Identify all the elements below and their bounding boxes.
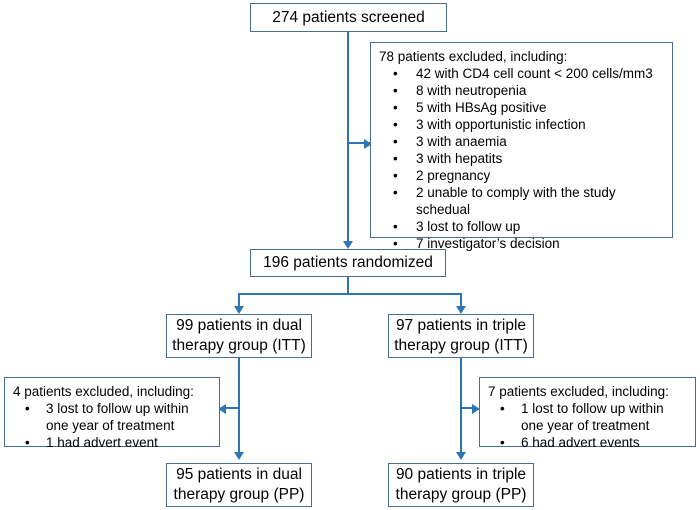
list-item-label: 3 lost to follow up xyxy=(416,219,521,234)
bullet-icon: • xyxy=(25,435,30,450)
bullet-icon: • xyxy=(393,117,398,132)
node-screened-label: 274 patients screened xyxy=(272,8,425,26)
node-screened: 274 patients screened xyxy=(250,3,447,32)
arrowhead-triple-pp xyxy=(456,452,466,460)
list-item: • 3 with anaemia xyxy=(379,133,666,150)
excluded-dual-header: 4 patients excluded, including: xyxy=(13,384,194,399)
node-randomized-label: 196 patients randomized xyxy=(263,254,433,271)
list-item: • 42 with CD4 cell count < 200 cells/mm3 xyxy=(379,65,666,82)
list-item: • 2 unable to comply with the study sched… xyxy=(379,184,666,218)
bullet-icon: • xyxy=(393,185,398,200)
node-excluded-triple: 7 patients excluded, including: • 1 lost … xyxy=(479,377,696,450)
list-item: • 6 had advert events xyxy=(488,434,689,451)
node-excluded-screening: 78 patients excluded, including: • 42 wit… xyxy=(370,42,673,251)
excluded-triple-header: 7 patients excluded, including: xyxy=(488,384,669,399)
excluded-triple-list: • 1 lost to follow up within one year of … xyxy=(488,400,689,451)
bullet-icon: • xyxy=(25,401,30,416)
list-item: • 7 investigator’s decision xyxy=(379,235,666,252)
connector-split-right xyxy=(460,293,462,311)
list-item-label: 7 investigator’s decision xyxy=(416,236,560,251)
arrowhead-excluded-triple xyxy=(472,404,480,414)
bullet-icon: • xyxy=(393,168,398,183)
bullet-icon: • xyxy=(393,219,398,234)
excluded-dual-list: • 3 lost to follow up within one year of … xyxy=(13,400,213,451)
node-triple-itt-line1: 97 patients in triple xyxy=(395,317,527,334)
list-item-label: 1 had advert event xyxy=(46,435,158,450)
node-randomized: 196 patients randomized xyxy=(250,249,446,277)
bullet-icon: • xyxy=(393,134,398,149)
arrowhead-excluded-screening xyxy=(364,139,372,149)
node-triple-pp-line2: therapy group (PP) xyxy=(395,486,527,503)
node-dual-itt-line2: therapy group (ITT) xyxy=(172,337,306,354)
connector-screened-to-randomized xyxy=(347,32,349,247)
list-item-label: 3 with opportunistic infection xyxy=(416,117,586,132)
arrowhead-excluded-dual xyxy=(218,404,226,414)
connector-dual-to-excluded xyxy=(226,407,240,409)
node-dual-itt-line1: 99 patients in dual xyxy=(176,317,302,334)
list-item: • 3 with opportunistic infection xyxy=(379,116,666,133)
list-item: • 3 with hepatits xyxy=(379,150,666,167)
bullet-icon: • xyxy=(393,100,398,115)
list-item-label: 2 pregnancy xyxy=(416,168,491,183)
node-triple-pp: 90 patients in triple therapy group (PP) xyxy=(388,463,534,507)
list-item-label: 2 unable to comply with the study schedu… xyxy=(416,185,616,217)
list-item: • 1 had advert event xyxy=(13,434,213,451)
connector-screened-to-excluded xyxy=(347,142,370,144)
list-item-label: 8 with neutropenia xyxy=(416,83,527,98)
list-item: • 1 lost to follow up within one year of … xyxy=(488,400,689,434)
list-item-label: 42 with CD4 cell count < 200 cells/mm3 xyxy=(416,66,653,81)
bullet-icon: • xyxy=(500,435,505,450)
list-item-label: 3 lost to follow up within one year of t… xyxy=(46,401,189,433)
list-item: • 2 pregnancy xyxy=(379,167,666,184)
list-item-label: 1 lost to follow up within one year of t… xyxy=(521,401,664,433)
bullet-icon: • xyxy=(500,401,505,416)
list-item: • 3 lost to follow up within one year of … xyxy=(13,400,213,434)
arrowhead-randomized xyxy=(343,241,353,249)
node-triple-pp-line1: 90 patients in triple xyxy=(395,466,527,483)
bullet-icon: • xyxy=(393,151,398,166)
connector-randomized-stem xyxy=(347,277,349,295)
arrowhead-dual-pp xyxy=(234,452,244,460)
node-excluded-dual: 4 patients excluded, including: • 3 lost … xyxy=(4,377,220,450)
list-item-label: 3 with hepatits xyxy=(416,151,503,166)
node-dual-pp-line1: 95 patients in dual xyxy=(176,466,302,483)
list-item: • 8 with neutropenia xyxy=(379,82,666,99)
list-item: • 5 with HBsAg positive xyxy=(379,99,666,116)
bullet-icon: • xyxy=(393,236,398,251)
node-dual-pp: 95 patients in dual therapy group (PP) xyxy=(166,463,312,507)
list-item-label: 3 with anaemia xyxy=(416,134,507,149)
list-item: • 3 lost to follow up xyxy=(379,218,666,235)
list-item-label: 5 with HBsAg positive xyxy=(416,100,547,115)
excluded-screening-list: •42 with CD4 cell count < 200 cells/mm3 … xyxy=(379,65,666,252)
node-triple-itt-line2: therapy group (ITT) xyxy=(394,337,528,354)
bullet-icon: • xyxy=(393,83,398,98)
connector-randomized-split xyxy=(238,293,462,295)
node-dual-pp-line2: therapy group (PP) xyxy=(173,486,305,503)
list-item-label: 6 had advert events xyxy=(521,435,640,450)
node-dual-itt: 99 patients in dual therapy group (ITT) xyxy=(166,314,312,358)
arrowhead-triple-itt xyxy=(456,306,466,314)
connector-triple-to-excluded xyxy=(460,407,474,409)
connector-split-left xyxy=(238,293,240,311)
arrowhead-dual-itt xyxy=(234,306,244,314)
node-triple-itt: 97 patients in triple therapy group (ITT… xyxy=(388,314,534,358)
excluded-screening-header: 78 patients excluded, including: xyxy=(379,49,568,64)
bullet-icon: • xyxy=(393,66,398,81)
